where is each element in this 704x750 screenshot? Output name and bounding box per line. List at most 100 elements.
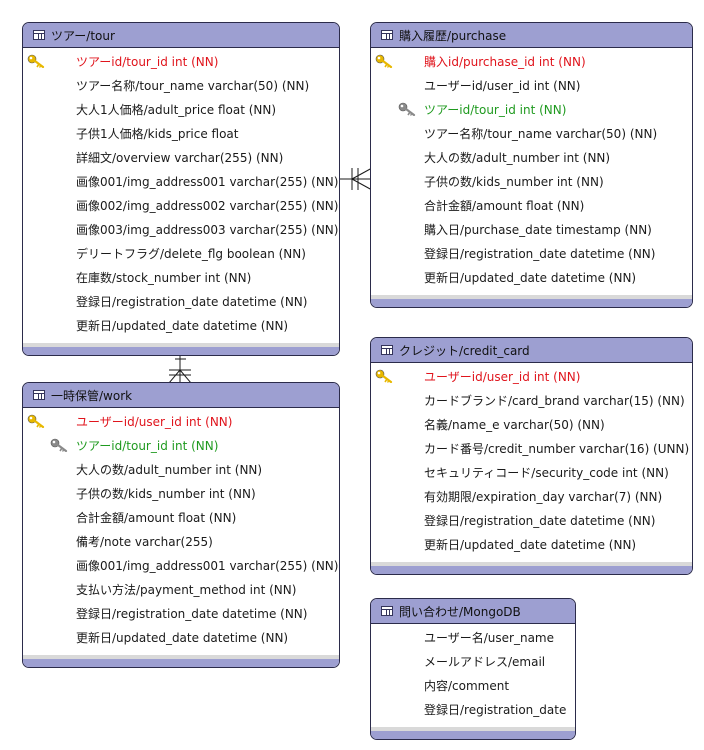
field-label: 更新日/updated_date datetime (NN) bbox=[76, 319, 289, 333]
field-row[interactable]: 登録日/registration_date datetime (NN) bbox=[23, 290, 339, 314]
field-list: ユーザーid/user_id int (NN)ツアーid/tour_id int… bbox=[23, 408, 339, 650]
field-label: 更新日/updated_date datetime (NN) bbox=[424, 538, 637, 552]
field-row[interactable]: 子供の数/kids_number int (NN) bbox=[371, 170, 692, 194]
field-row[interactable]: 備考/note varchar(255) bbox=[23, 530, 339, 554]
primary-key-icon bbox=[375, 369, 395, 384]
foreign-key-field[interactable]: ツアーid/tour_id int (NN) bbox=[371, 98, 692, 122]
table-icon bbox=[381, 345, 393, 355]
field-label: 登録日/registration_date bbox=[424, 703, 567, 717]
field-row[interactable]: デリートフラグ/delete_flg boolean (NN) bbox=[23, 242, 339, 266]
field-label: メールアドレス/email bbox=[424, 655, 546, 669]
field-label: 名義/name_e varchar(50) (NN) bbox=[424, 418, 605, 432]
field-label: 大人1人価格/adult_price float (NN) bbox=[76, 103, 277, 117]
entity-purchase[interactable]: 購入履歴/purchase 購入id/purchase_id int (NN) ユ… bbox=[370, 22, 693, 308]
field-row[interactable]: ツアー名称/tour_name varchar(50) (NN) bbox=[371, 122, 692, 146]
field-row[interactable]: 更新日/updated_date datetime (NN) bbox=[371, 266, 692, 290]
foreign-key-icon bbox=[50, 438, 70, 453]
field-row[interactable]: セキュリティコード/security_code int (NN) bbox=[371, 461, 692, 485]
field-label: 購入id/purchase_id int (NN) bbox=[424, 55, 586, 69]
field-row[interactable]: ユーザーid/user_id int (NN) bbox=[371, 74, 692, 98]
primary-key-field[interactable]: ユーザーid/user_id int (NN) bbox=[23, 410, 339, 434]
field-row[interactable]: 大人の数/adult_number int (NN) bbox=[371, 146, 692, 170]
field-label: 在庫数/stock_number int (NN) bbox=[76, 271, 252, 285]
field-row[interactable]: 登録日/registration_date bbox=[371, 698, 575, 722]
foreign-key-icon bbox=[398, 102, 418, 117]
field-row[interactable]: 画像003/img_address003 varchar(255) (NN) bbox=[23, 218, 339, 242]
field-label: 内容/comment bbox=[424, 679, 510, 693]
field-label: 合計金額/amount float (NN) bbox=[424, 199, 585, 213]
field-row[interactable]: 有効期限/expiration_day varchar(7) (NN) bbox=[371, 485, 692, 509]
field-label: デリートフラグ/delete_flg boolean (NN) bbox=[76, 247, 306, 261]
field-row[interactable]: 大人1人価格/adult_price float (NN) bbox=[23, 98, 339, 122]
field-list: ツアーid/tour_id int (NN) ツアー名称/tour_name va… bbox=[23, 48, 339, 338]
relation-tour-purchase bbox=[338, 167, 373, 191]
field-row[interactable]: 登録日/registration_date datetime (NN) bbox=[371, 509, 692, 533]
entity-header[interactable]: 一時保管/work bbox=[23, 383, 339, 408]
entity-footer bbox=[371, 727, 575, 739]
field-label: 子供1人価格/kids_price float bbox=[76, 127, 239, 141]
field-label: 画像001/img_address001 varchar(255) (NN) bbox=[76, 175, 339, 189]
entity-mongodb[interactable]: 問い合わせ/MongoDB ユーザー名/user_name メールアドレス/ema… bbox=[370, 598, 576, 740]
field-row[interactable]: 支払い方法/payment_method int (NN) bbox=[23, 578, 339, 602]
foreign-key-field[interactable]: ツアーid/tour_id int (NN) bbox=[23, 434, 339, 458]
field-row[interactable]: 内容/comment bbox=[371, 674, 575, 698]
primary-key-field[interactable]: ツアーid/tour_id int (NN) bbox=[23, 50, 339, 74]
field-row[interactable]: 詳細文/overview varchar(255) (NN) bbox=[23, 146, 339, 170]
primary-key-icon bbox=[27, 414, 47, 429]
field-row[interactable]: 大人の数/adult_number int (NN) bbox=[23, 458, 339, 482]
field-label: 登録日/registration_date datetime (NN) bbox=[424, 247, 656, 261]
field-row[interactable]: 子供の数/kids_number int (NN) bbox=[23, 482, 339, 506]
entity-work[interactable]: 一時保管/work ユーザーid/user_id int (NN)ツアーid/t… bbox=[22, 382, 340, 668]
primary-key-icon bbox=[375, 54, 395, 69]
entity-credit-card[interactable]: クレジット/credit_card ユーザーid/user_id int (NN… bbox=[370, 337, 693, 575]
field-label: 子供の数/kids_number int (NN) bbox=[424, 175, 604, 189]
field-row[interactable]: 更新日/updated_date datetime (NN) bbox=[371, 533, 692, 557]
field-list: ユーザー名/user_name メールアドレス/email 内容/comment 登録… bbox=[371, 624, 575, 722]
field-label: 子供の数/kids_number int (NN) bbox=[76, 487, 256, 501]
field-row[interactable]: 子供1人価格/kids_price float bbox=[23, 122, 339, 146]
field-row[interactable]: カードブランド/card_brand varchar(15) (NN) bbox=[371, 389, 692, 413]
field-label: 更新日/updated_date datetime (NN) bbox=[76, 631, 289, 645]
primary-key-field[interactable]: ユーザーid/user_id int (NN) bbox=[371, 365, 692, 389]
field-label: 画像001/img_address001 varchar(255) (NN) bbox=[76, 559, 339, 573]
field-list: ユーザーid/user_id int (NN) カードブランド/card_bran… bbox=[371, 363, 692, 557]
field-label: 大人の数/adult_number int (NN) bbox=[76, 463, 263, 477]
field-row[interactable]: 合計金額/amount float (NN) bbox=[371, 194, 692, 218]
field-row[interactable]: 購入日/purchase_date timestamp (NN) bbox=[371, 218, 692, 242]
entity-header[interactable]: 問い合わせ/MongoDB bbox=[371, 599, 575, 624]
entity-title: 問い合わせ/MongoDB bbox=[399, 604, 521, 619]
field-label: 合計金額/amount float (NN) bbox=[76, 511, 237, 525]
entity-footer bbox=[371, 562, 692, 574]
field-label: 大人の数/adult_number int (NN) bbox=[424, 151, 611, 165]
field-label: 画像002/img_address002 varchar(255) (NN) bbox=[76, 199, 339, 213]
field-row[interactable]: 画像001/img_address001 varchar(255) (NN) bbox=[23, 170, 339, 194]
field-label: 登録日/registration_date datetime (NN) bbox=[76, 607, 308, 621]
field-row[interactable]: 登録日/registration_date datetime (NN) bbox=[23, 602, 339, 626]
field-row[interactable]: カード番号/credit_number varchar(16) (UNN) bbox=[371, 437, 692, 461]
table-icon bbox=[381, 30, 393, 40]
field-row[interactable]: 在庫数/stock_number int (NN) bbox=[23, 266, 339, 290]
field-row[interactable]: 合計金額/amount float (NN) bbox=[23, 506, 339, 530]
field-row[interactable]: 更新日/updated_date datetime (NN) bbox=[23, 626, 339, 650]
field-row[interactable]: 名義/name_e varchar(50) (NN) bbox=[371, 413, 692, 437]
entity-header[interactable]: 購入履歴/purchase bbox=[371, 23, 692, 48]
field-row[interactable]: メールアドレス/email bbox=[371, 650, 575, 674]
table-icon bbox=[381, 606, 393, 616]
field-row[interactable]: 画像001/img_address001 varchar(255) (NN) bbox=[23, 554, 339, 578]
primary-key-field[interactable]: 購入id/purchase_id int (NN) bbox=[371, 50, 692, 74]
field-row[interactable]: 更新日/updated_date datetime (NN) bbox=[23, 314, 339, 338]
field-label: ツアー名称/tour_name varchar(50) (NN) bbox=[76, 79, 310, 93]
field-row[interactable]: 登録日/registration_date datetime (NN) bbox=[371, 242, 692, 266]
field-row[interactable]: ツアー名称/tour_name varchar(50) (NN) bbox=[23, 74, 339, 98]
entity-header[interactable]: ツアー/tour bbox=[23, 23, 339, 48]
field-row[interactable]: 画像002/img_address002 varchar(255) (NN) bbox=[23, 194, 339, 218]
field-label: ツアー名称/tour_name varchar(50) (NN) bbox=[424, 127, 658, 141]
entity-title: 購入履歴/purchase bbox=[399, 28, 507, 43]
field-label: 詳細文/overview varchar(255) (NN) bbox=[76, 151, 284, 165]
field-label: カードブランド/card_brand varchar(15) (NN) bbox=[424, 394, 685, 408]
field-row[interactable]: ユーザー名/user_name bbox=[371, 626, 575, 650]
table-icon bbox=[33, 30, 45, 40]
entity-tour[interactable]: ツアー/tour ツアーid/tour_id int (NN) ツアー名称/tou… bbox=[22, 22, 340, 356]
entity-header[interactable]: クレジット/credit_card bbox=[371, 338, 692, 363]
